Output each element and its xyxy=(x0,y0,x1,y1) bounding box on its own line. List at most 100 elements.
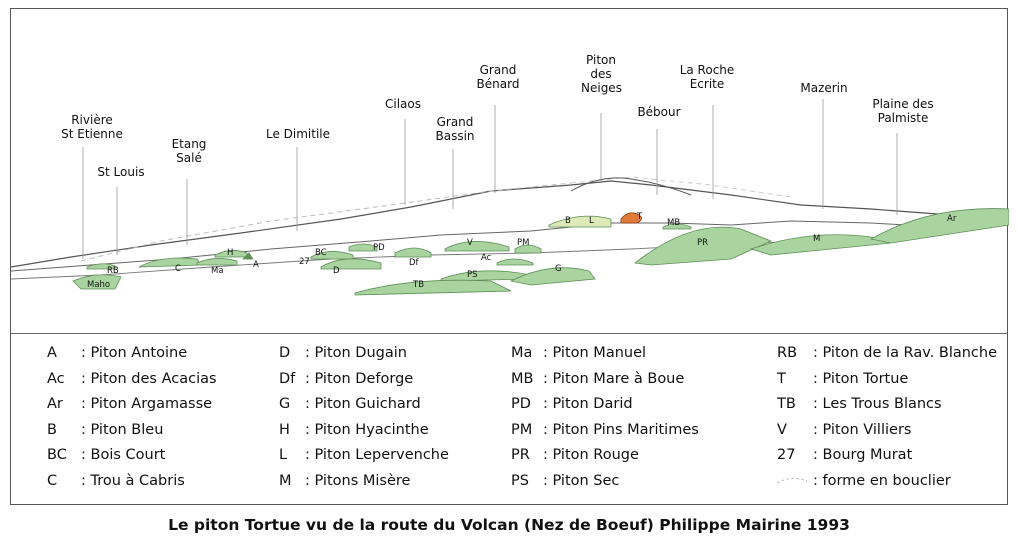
legend-row: PR : Piton Rouge xyxy=(511,447,639,471)
sketch-label-ac: Ac xyxy=(481,253,492,263)
sketch-label-rb: RB xyxy=(107,266,119,276)
legend-row: T : Piton Tortue xyxy=(777,371,908,395)
legend-desc: : Piton Rouge xyxy=(543,447,639,463)
legend-desc: : Piton des Acacias xyxy=(81,370,217,387)
sketch-label-ps: PS xyxy=(467,270,478,280)
piton-neiges-hump xyxy=(570,177,692,196)
legend-code xyxy=(776,473,813,489)
cone-ar xyxy=(869,208,1009,244)
shield-line-icon xyxy=(776,477,808,483)
legend-desc: : Trou à Cabris xyxy=(81,472,185,489)
legend-row: A: Piton Antoine xyxy=(47,345,187,369)
legend-row: Ac : Piton des Acacias xyxy=(47,371,217,395)
legend-code: TB xyxy=(777,396,796,412)
sketch-label-n27: 27 xyxy=(299,257,310,267)
peak-label-riviere: Rivière St Etienne xyxy=(61,113,123,141)
cone-pm xyxy=(514,244,542,254)
legend-row: PD : Piton Darid xyxy=(511,396,633,420)
legend-desc: : Piton Hyacinthe xyxy=(305,421,429,438)
legend-row: PM : Piton Pins Maritimes xyxy=(511,422,699,446)
cone-pr xyxy=(633,226,773,266)
legend-row: D: Piton Dugain xyxy=(279,345,407,369)
legend-row: G : Piton Guichard xyxy=(279,396,421,420)
legend-row: Ar: Piton Argamasse xyxy=(47,396,212,420)
legend-row: H: Piton Hyacinthe xyxy=(279,422,429,446)
legend-code: G xyxy=(279,396,291,412)
cone-pd xyxy=(348,243,378,252)
legend-code: PM xyxy=(511,421,533,438)
peak-label-dimitile: Le Dimitile xyxy=(265,127,331,141)
legend-code: V xyxy=(777,421,787,438)
legend-row: C : Trou à Cabris xyxy=(47,473,185,497)
legend-code: RB xyxy=(777,345,798,361)
sketch-label-ar: Ar xyxy=(947,214,957,224)
legend-row: RB: Piton de la Rav. Blanche xyxy=(777,345,997,369)
cone-tortue xyxy=(620,212,642,224)
legend-code: PR xyxy=(511,447,530,463)
legend-code: Ac xyxy=(47,370,65,387)
peak-label-pitonneiges: Piton des Neiges xyxy=(581,53,622,95)
legend-code: 27 xyxy=(777,447,796,463)
legend-desc: : Bois Court xyxy=(81,447,166,463)
legend-row: MB: Piton Mare à Boue xyxy=(511,371,684,395)
caption: Le piton Tortue vu de la route du Volcan… xyxy=(168,516,850,534)
legend-code: PD xyxy=(511,396,531,412)
legend-desc: : Bourg Murat xyxy=(813,447,913,463)
legend-desc: : Piton Tortue xyxy=(813,370,909,387)
legend-desc: : Piton Deforge xyxy=(305,370,414,387)
cone-bc xyxy=(310,251,354,260)
sketch-label-bc: BC xyxy=(315,248,327,258)
peak-label-larocheecrite: La Roche Ecrite xyxy=(679,63,735,91)
cone-ac xyxy=(496,258,534,266)
sketch-label-a: A xyxy=(253,260,259,270)
cone-d xyxy=(320,258,382,270)
peak-label-etang: Etang Salé xyxy=(171,137,207,165)
legend-row: L: Piton Lepervenche xyxy=(279,447,449,471)
legend-row: TB : Les Trous Blancs xyxy=(777,396,942,420)
cone-g xyxy=(509,267,596,286)
legend-desc: : Piton Bleu xyxy=(81,421,164,438)
legend-desc: : Piton Villiers xyxy=(813,421,912,438)
sketch-label-g: G xyxy=(555,264,562,274)
peak-label-plaine: Plaine des Palmiste xyxy=(872,97,934,125)
legend-row: M: Pitons Misère xyxy=(279,473,410,497)
cone-c xyxy=(138,257,202,268)
legend-code: Ma xyxy=(511,345,533,361)
legend-desc: : Piton Guichard xyxy=(305,396,421,412)
peak-label-stlouis: St Louis xyxy=(97,165,145,179)
cone-m xyxy=(749,234,892,256)
legend-desc: : Piton Lepervenche xyxy=(305,447,449,463)
cone-v xyxy=(444,241,510,252)
legend-desc: : Piton Darid xyxy=(543,396,633,412)
sketch-label-mb: MB xyxy=(667,218,680,228)
sketch-label-l: L xyxy=(589,216,594,226)
legend-desc: : Piton Dugain xyxy=(305,345,407,361)
legend-desc: : Les Trous Blancs xyxy=(813,396,942,412)
legend-code: T xyxy=(777,370,786,387)
legend-desc: : forme en bouclier xyxy=(813,472,951,489)
legend-desc: : Piton Sec xyxy=(543,472,620,489)
legend-row: : forme en bouclier xyxy=(776,472,951,497)
shield-outline-2 xyxy=(570,176,792,198)
sketch-label-t: T xyxy=(636,212,643,222)
legend-row: PS : Piton Sec xyxy=(511,473,619,497)
cone-bl xyxy=(548,215,612,228)
sketch-label-ma: Ma xyxy=(211,266,224,276)
legend-code: PS xyxy=(511,472,529,489)
sketch-label-df: Df xyxy=(409,258,420,268)
peak-label-grandbassin: Grand Bassin xyxy=(435,115,475,143)
legend-row: 27 : Bourg Murat xyxy=(777,447,912,471)
legend-row: Df: Piton Deforge xyxy=(279,371,413,395)
cone-rb xyxy=(86,263,116,270)
legend-code: C xyxy=(47,472,58,489)
legend-desc: : Piton Mare à Boue xyxy=(543,370,685,387)
legend-code: Ar xyxy=(47,396,63,412)
peak-label-cilaos: Cilaos xyxy=(385,97,421,111)
cone-maho xyxy=(72,274,122,290)
legend-desc: : Piton Pins Maritimes xyxy=(543,421,699,438)
sketch-label-pd: PD xyxy=(373,243,385,253)
legend-code: A xyxy=(47,345,57,361)
peak-label-mazerin: Mazerin xyxy=(800,81,848,95)
